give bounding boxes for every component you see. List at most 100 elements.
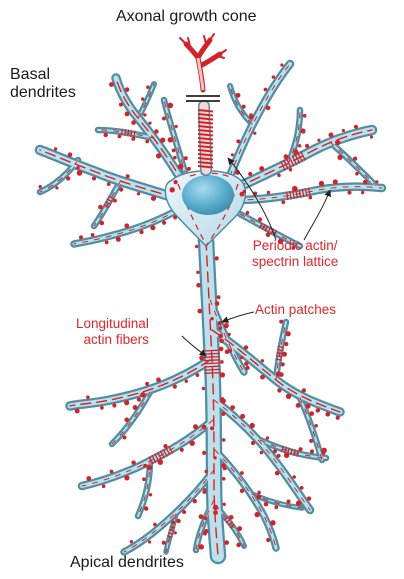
actin-patch [92, 177, 96, 181]
actin-patch [102, 484, 106, 488]
actin-patch [307, 496, 311, 500]
actin-patch [292, 475, 296, 479]
actin-patches-label: Actin patches [255, 302, 336, 318]
actin-patch [100, 406, 104, 410]
actin-patch [220, 397, 224, 401]
actin-patch [298, 144, 301, 147]
actin-patch [145, 382, 149, 386]
actin-patch [275, 471, 280, 476]
actin-patch [284, 342, 288, 346]
actin-patch [251, 441, 255, 445]
actin-patch [219, 326, 223, 330]
actin-patch [224, 540, 229, 545]
actin-patch [98, 205, 103, 210]
lattice-ring [204, 369, 221, 370]
actin-patch [302, 388, 306, 392]
actin-patch [240, 471, 244, 475]
actin-patch [322, 451, 326, 455]
actin-patch [261, 359, 264, 362]
actin-patch [215, 301, 220, 306]
actin-patch [229, 515, 234, 520]
actin-patch [342, 129, 345, 132]
actin-patch [151, 196, 156, 201]
actin-patch [168, 137, 173, 142]
actin-patch [333, 179, 338, 184]
actin-patch [204, 470, 208, 474]
growth-cone-filopodium-1 [180, 38, 186, 44]
actin-patch [104, 133, 108, 137]
actin-patch [231, 153, 234, 156]
actin-patch [287, 500, 291, 504]
actin-patch [193, 499, 197, 503]
actin-patch [355, 172, 359, 176]
actin-patch [296, 403, 301, 408]
actin-patch [300, 486, 304, 490]
actin-patch [105, 241, 109, 245]
actin-patch [150, 225, 155, 230]
actin-patch [319, 181, 324, 186]
actin-patch [309, 411, 314, 416]
actin-patch [162, 221, 166, 225]
actin-patch [223, 503, 226, 506]
actin-patch [124, 475, 129, 480]
actin-patch [141, 97, 144, 100]
actin-patch [148, 122, 151, 125]
actin-patch [174, 531, 177, 534]
actin-patch [210, 317, 213, 320]
axonal-growth-cone [180, 34, 226, 90]
actin-patch [305, 144, 309, 148]
lattice-ring [204, 373, 221, 374]
actin-patch [123, 436, 127, 440]
actin-patch [162, 541, 166, 545]
actin-patch [218, 334, 223, 339]
lattice-ring [122, 129, 123, 135]
actin-patch [277, 454, 281, 458]
lattice-ring [204, 366, 221, 367]
actin-patch [266, 232, 271, 237]
actin-patch [143, 113, 146, 116]
actin-patch [170, 187, 175, 192]
actin-patch [274, 505, 278, 509]
actin-patch [314, 424, 318, 428]
actin-patch [100, 221, 105, 226]
longitudinal-fibers-label-line-2: actin fibers [76, 332, 149, 348]
nucleus [182, 175, 234, 215]
actin-patch [193, 424, 198, 429]
actin-patch [75, 409, 80, 414]
actin-patch [242, 105, 246, 109]
actin-patch [125, 112, 130, 117]
basal-dendrites-label-line-2: dendrites [10, 84, 76, 102]
actin-patch [306, 404, 311, 409]
actin-patch [370, 135, 373, 138]
actin-patch [178, 164, 184, 170]
actin-patch [267, 191, 270, 194]
actin-patch [137, 397, 141, 401]
actin-patch [156, 153, 161, 158]
actin-patch [119, 187, 123, 191]
actin-patch [199, 544, 204, 549]
actin-patch [273, 449, 277, 453]
actin-patch [196, 283, 201, 288]
actin-patch [163, 444, 167, 448]
actin-patch [246, 366, 250, 370]
actin-patch [204, 516, 208, 520]
actin-patch [107, 182, 111, 186]
actin-patch [336, 416, 340, 420]
arrow-patches [222, 312, 254, 322]
actin-patch [199, 514, 204, 519]
actin-patch [347, 190, 351, 194]
lattice-ring [203, 353, 220, 354]
actin-patch [154, 129, 159, 134]
actin-patch [190, 441, 195, 446]
actin-patch [240, 414, 245, 419]
actin-patch [264, 502, 269, 507]
actin-patch [39, 185, 42, 188]
actin-patch [308, 196, 312, 200]
actin-patch [174, 180, 178, 184]
actin-patch [253, 132, 256, 135]
actin-patch [272, 75, 275, 78]
actin-patch [260, 451, 264, 455]
actin-patch [182, 510, 186, 514]
lattice-ring [204, 357, 221, 358]
